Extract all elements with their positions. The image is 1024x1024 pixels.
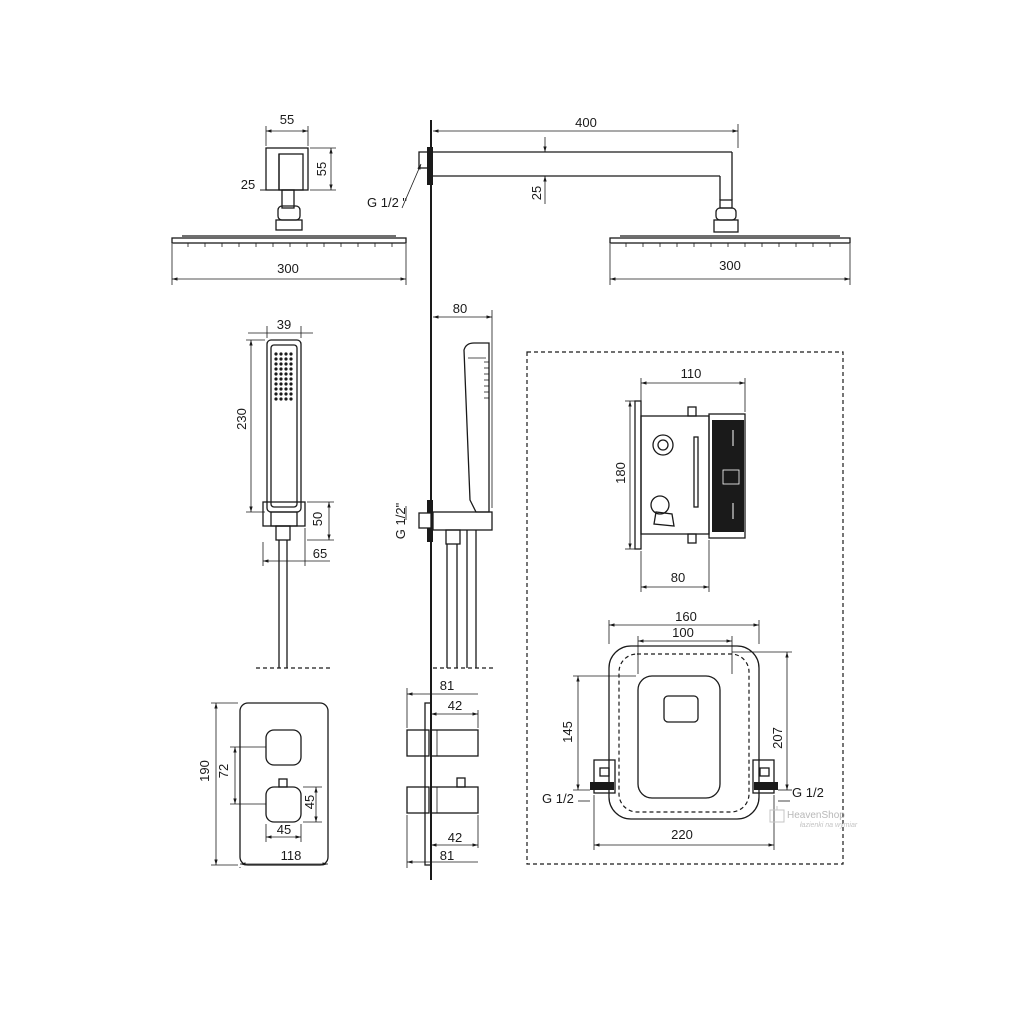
- installation-box-front-view: 160 100 145 207 G 1/2 G 1/2 220: [542, 609, 824, 850]
- dim-holder-height: 50: [310, 512, 325, 526]
- dim-side-depth-top: 81: [440, 678, 454, 693]
- dim-holder-depth: 80: [453, 301, 467, 316]
- dim-hand-width: 39: [277, 317, 291, 332]
- dim-frame-width: 220: [671, 827, 693, 842]
- dim-knob-depth-bottom: 42: [448, 830, 462, 845]
- dim-box-width: 110: [681, 366, 702, 381]
- dim-hand-length: 230: [234, 408, 249, 430]
- watermark-tagline: łazienki na wymiar: [800, 822, 858, 829]
- dim-knob-spacing: 72: [216, 764, 231, 778]
- nozzle-row-right: [625, 243, 831, 247]
- dim-box-depth: 80: [671, 570, 685, 585]
- dim-panel-width: 118: [281, 848, 302, 863]
- concealed-box-section: 110 180 80: [526, 351, 844, 865]
- nozzle-row: [187, 243, 393, 247]
- dim-plate-outer: 160: [675, 609, 697, 624]
- watermark: HeavenShop łazienki na wymiar: [769, 806, 858, 829]
- label-arm-thread: G 1/2 ": [367, 195, 407, 210]
- dim-head-left-width: 300: [277, 261, 299, 276]
- dim-plate-height: 145: [560, 721, 575, 743]
- dim-knob-depth-top: 42: [448, 698, 462, 713]
- installation-box-side-view: 110 180 80: [613, 366, 746, 592]
- spray-dots: [274, 352, 293, 401]
- dim-plate-inner: 100: [672, 625, 694, 640]
- faucet-logo-icon: [769, 806, 785, 823]
- dim-head-side-offset: 25: [241, 177, 255, 192]
- dim-arm-height: 25: [529, 186, 544, 200]
- dim-knob-width: 45: [277, 822, 291, 837]
- dim-frame-height: 207: [770, 727, 785, 749]
- dim-head-top-height: 55: [314, 162, 329, 176]
- control-panel-side-view: 81 42 42 81: [406, 678, 479, 868]
- label-thread-left: G 1/2: [542, 791, 574, 806]
- dim-arm-length: 400: [575, 115, 597, 130]
- dim-head-top-width: 55: [280, 112, 294, 127]
- dim-box-height: 180: [613, 462, 628, 484]
- label-holder-thread: G 1/2": [393, 502, 408, 539]
- hand-shower-front-view: 39 230 50 65: [234, 317, 334, 669]
- dim-head-right-width: 300: [719, 258, 741, 273]
- dim-panel-height: 190: [197, 760, 212, 782]
- dim-holder-width: 65: [313, 546, 327, 561]
- watermark-brand: HeavenShop: [787, 810, 845, 821]
- label-thread-right: G 1/2: [792, 785, 824, 800]
- rain-head-front-view: 55 55 25 300: [171, 112, 407, 285]
- side-nozzles: [484, 361, 489, 399]
- control-panel-front-view: 190 72 45 45 118: [197, 702, 329, 868]
- dim-side-depth-bottom: 81: [440, 848, 454, 863]
- hand-shower-side-view: 80 G 1/2": [393, 301, 496, 669]
- shower-arm-side-view: 400 25 G 1/2 " 300: [367, 115, 851, 285]
- dim-knob-height: 45: [302, 795, 317, 809]
